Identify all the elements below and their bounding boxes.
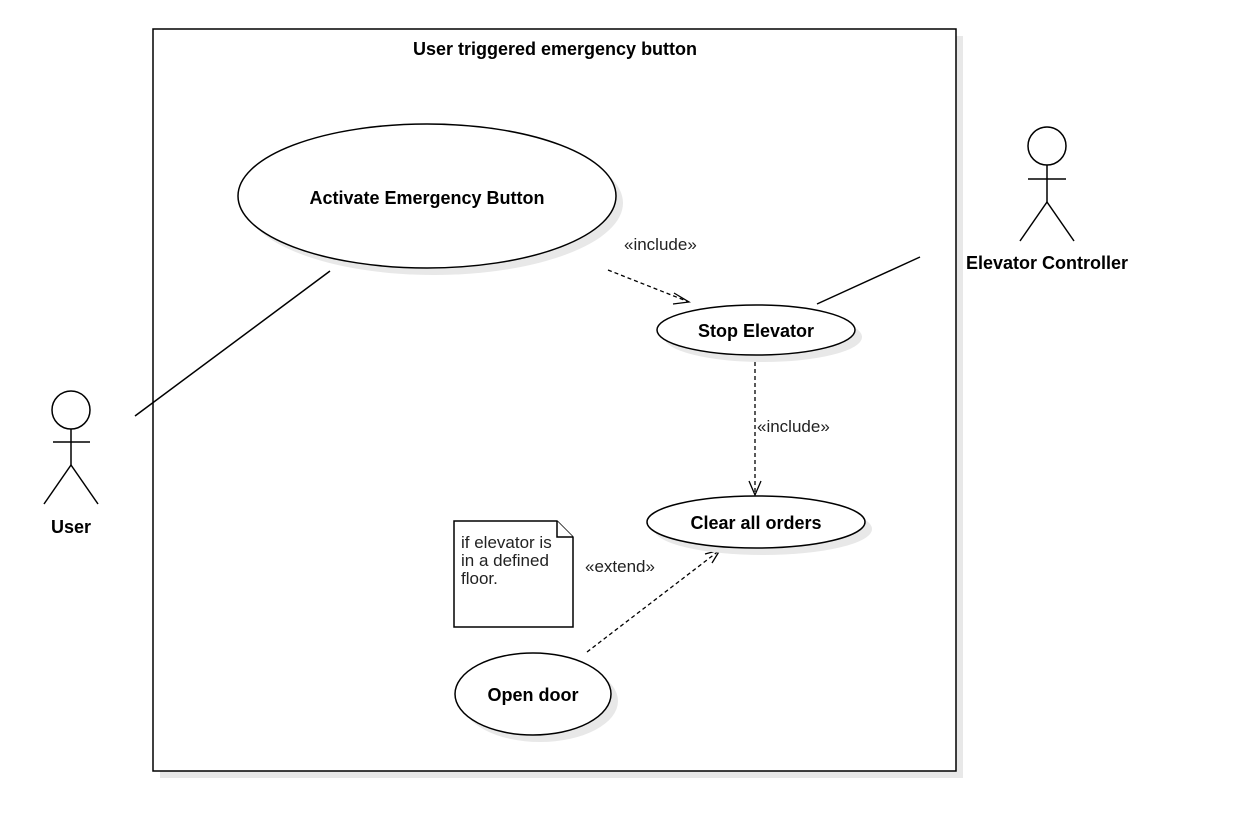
- note-line-3: floor.: [461, 569, 498, 588]
- use-case-clear-all-orders[interactable]: Clear all orders: [646, 495, 872, 555]
- actor-user[interactable]: User: [43, 390, 99, 537]
- use-case-label: Open door: [488, 685, 579, 705]
- actor-elevator-controller[interactable]: Elevator Controller: [966, 126, 1128, 273]
- extend-label: «extend»: [585, 557, 655, 576]
- use-case-stop-elevator[interactable]: Stop Elevator: [656, 304, 862, 362]
- note-line-2: in a defined: [461, 551, 549, 570]
- actor-label-user: User: [51, 517, 91, 537]
- user-association-line[interactable]: [134, 270, 331, 417]
- note[interactable]: if elevator is in a defined floor.: [453, 520, 574, 628]
- system-title: User triggered emergency button: [413, 39, 697, 59]
- use-case-label: Activate Emergency Button: [309, 188, 544, 208]
- actor-head-icon: [1027, 126, 1067, 166]
- actor-head-icon: [51, 390, 91, 430]
- use-case-activate-emergency-button[interactable]: Activate Emergency Button: [237, 123, 623, 275]
- include-label-2: «include»: [757, 417, 830, 436]
- note-line-1: if elevator is: [461, 533, 552, 552]
- use-case-open-door[interactable]: Open door: [454, 652, 618, 742]
- include-arrow-activate-stop[interactable]: [607, 269, 691, 305]
- use-case-label: Stop Elevator: [698, 321, 814, 341]
- include-label-1: «include»: [624, 235, 697, 254]
- controller-association-line[interactable]: [816, 256, 921, 305]
- use-case-label: Clear all orders: [690, 513, 821, 533]
- actor-label-elevator-controller: Elevator Controller: [966, 253, 1128, 273]
- include-arrow-stop-clear[interactable]: [748, 362, 762, 497]
